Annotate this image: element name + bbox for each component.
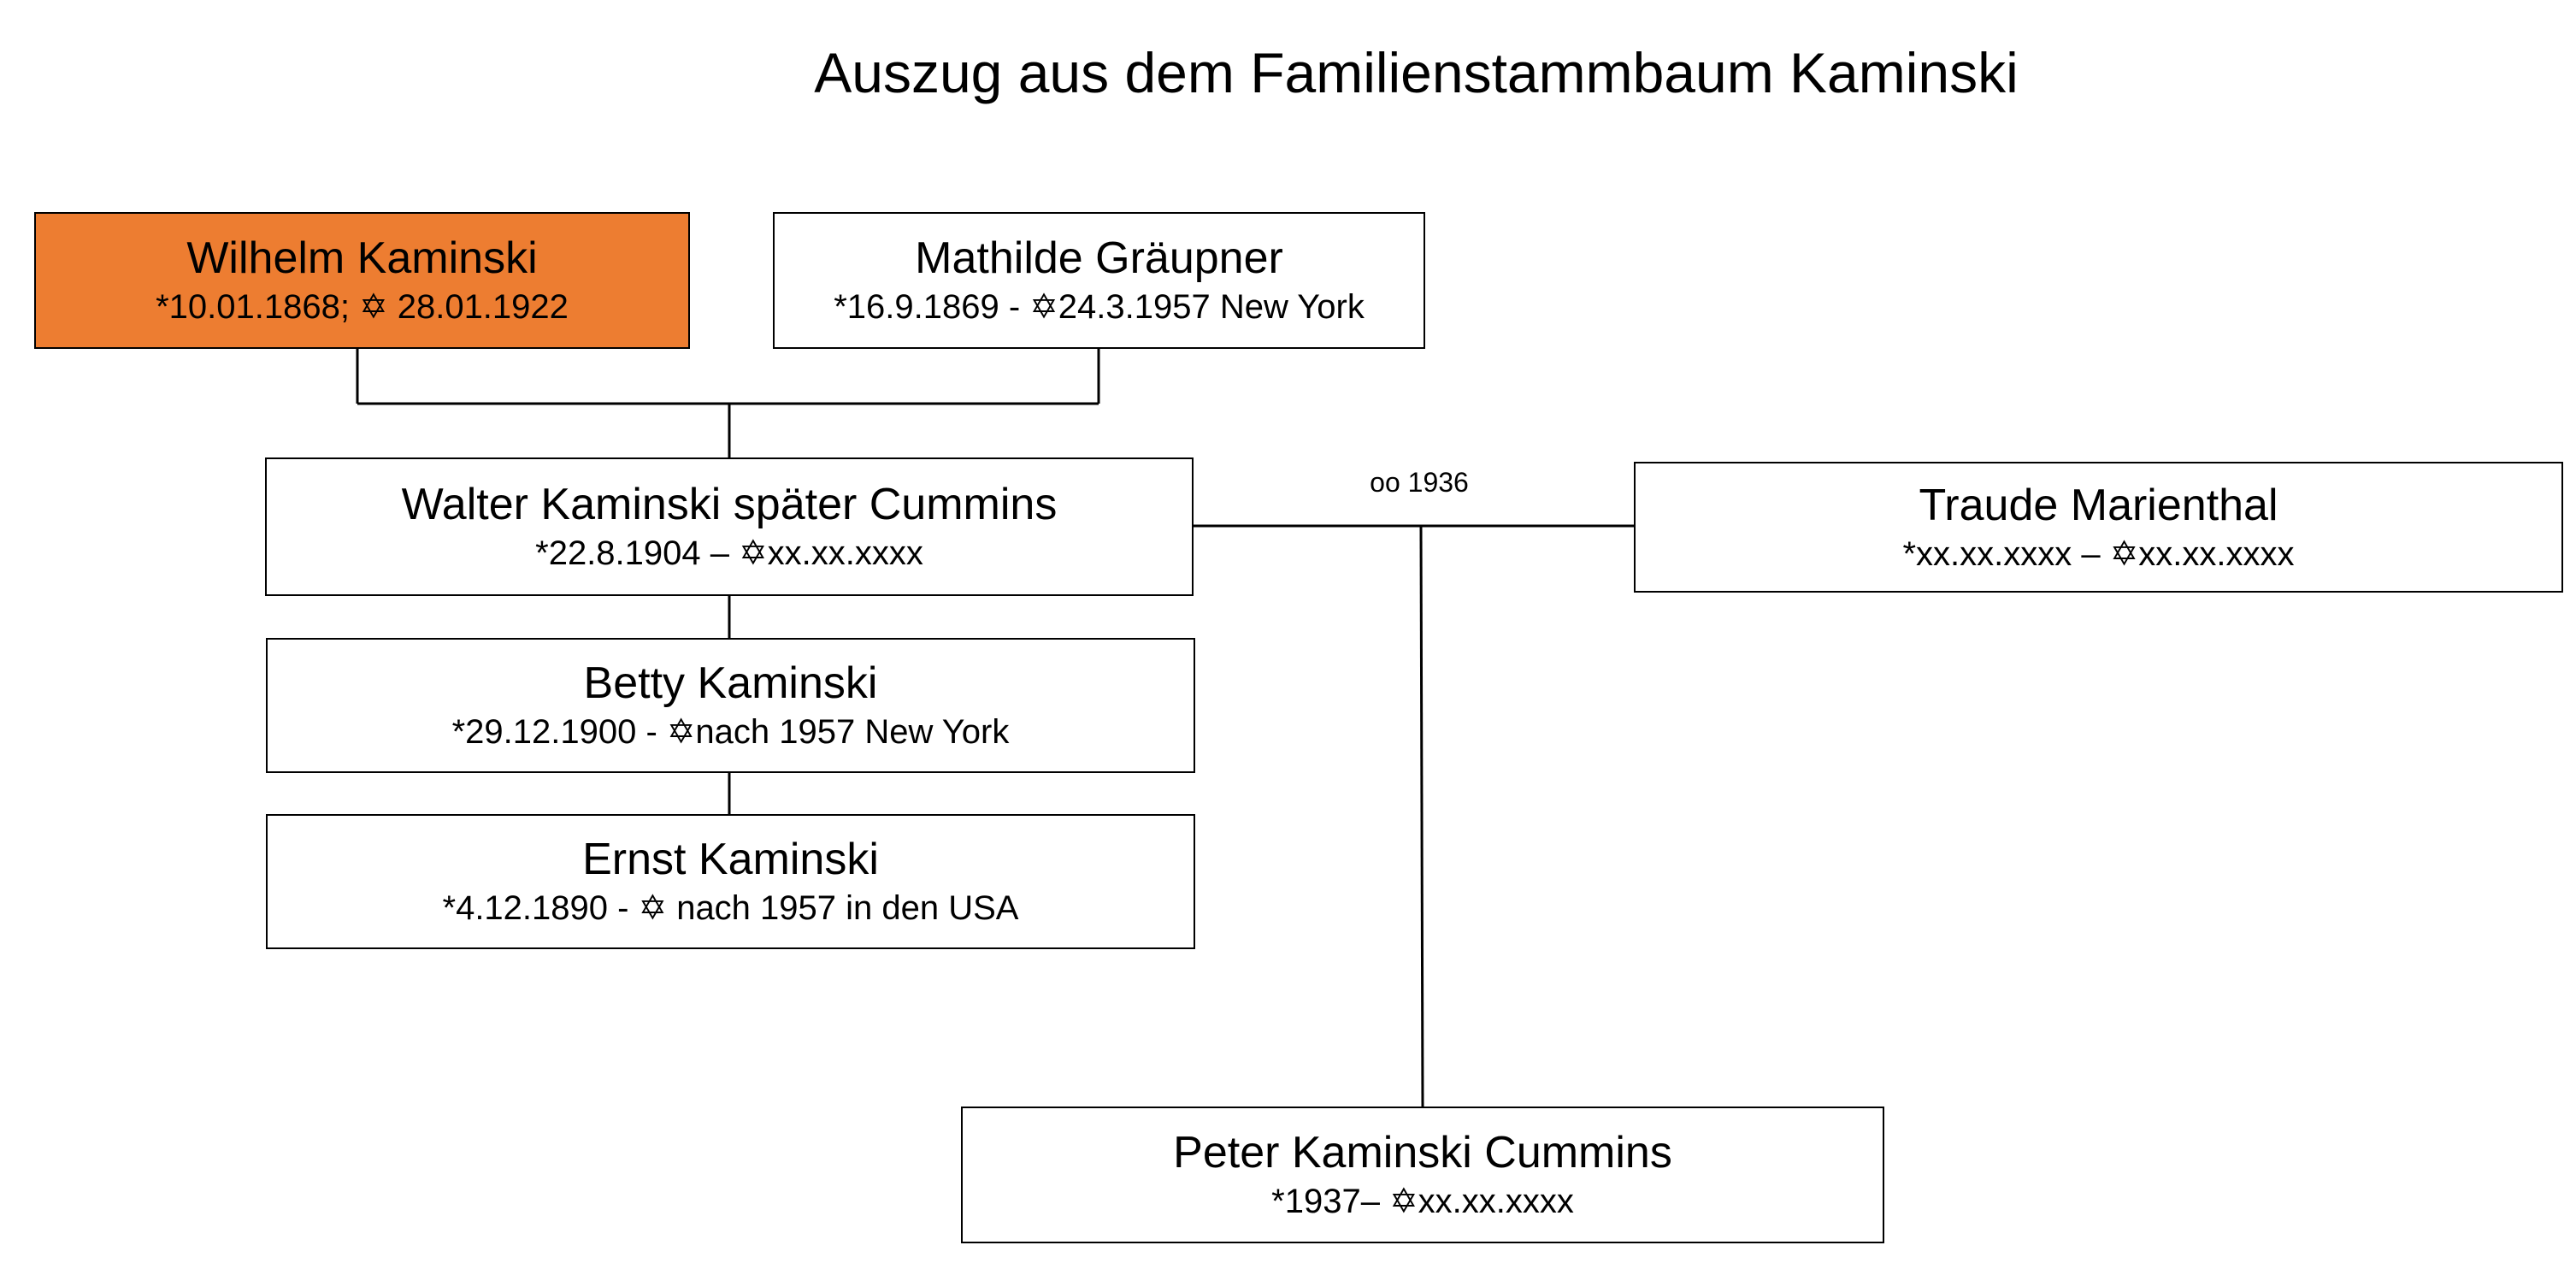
person-dates: *29.12.1900 - ✡nach 1957 New York bbox=[451, 713, 1010, 751]
page-title: Auszug aus dem Familienstammbaum Kaminsk… bbox=[814, 41, 2019, 104]
person-dates: *1937– ✡xx.xx.xxxx bbox=[1271, 1183, 1574, 1220]
person-dates: *4.12.1890 - ✡ nach 1957 in den USA bbox=[442, 889, 1019, 927]
person-card-walter: Walter Kaminski später Cummins *22.8.190… bbox=[265, 457, 1194, 596]
person-name: Mathilde Gräupner bbox=[915, 233, 1283, 283]
person-card-mathilde: Mathilde Gräupner *16.9.1869 - ✡24.3.195… bbox=[773, 212, 1425, 349]
person-dates: *10.01.1868; ✡ 28.01.1922 bbox=[156, 288, 569, 326]
person-name: Peter Kaminski Cummins bbox=[1173, 1128, 1672, 1177]
person-name: Ernst Kaminski bbox=[582, 835, 879, 884]
person-name: Betty Kaminski bbox=[583, 658, 878, 708]
person-name: Traude Marienthal bbox=[1919, 480, 2278, 530]
person-dates: *xx.xx.xxxx – ✡xx.xx.xxxx bbox=[1902, 534, 2295, 573]
person-name: Wilhelm Kaminski bbox=[186, 233, 538, 283]
person-name: Walter Kaminski später Cummins bbox=[401, 480, 1058, 529]
person-card-betty: Betty Kaminski *29.12.1900 - ✡nach 1957 … bbox=[266, 638, 1195, 773]
person-card-ernst: Ernst Kaminski *4.12.1890 - ✡ nach 1957 … bbox=[266, 814, 1195, 949]
marriage-label: oo 1936 bbox=[1370, 467, 1469, 498]
person-dates: *16.9.1869 - ✡24.3.1957 New York bbox=[834, 288, 1365, 326]
connector-marriage-to-child bbox=[1419, 525, 1424, 1107]
person-card-peter: Peter Kaminski Cummins *1937– ✡xx.xx.xxx… bbox=[961, 1107, 1884, 1243]
person-dates: *22.8.1904 – ✡xx.xx.xxxx bbox=[535, 534, 923, 572]
person-card-traude: Traude Marienthal *xx.xx.xxxx – ✡xx.xx.x… bbox=[1634, 462, 2563, 593]
person-card-wilhelm: Wilhelm Kaminski *10.01.1868; ✡ 28.01.19… bbox=[34, 212, 690, 349]
